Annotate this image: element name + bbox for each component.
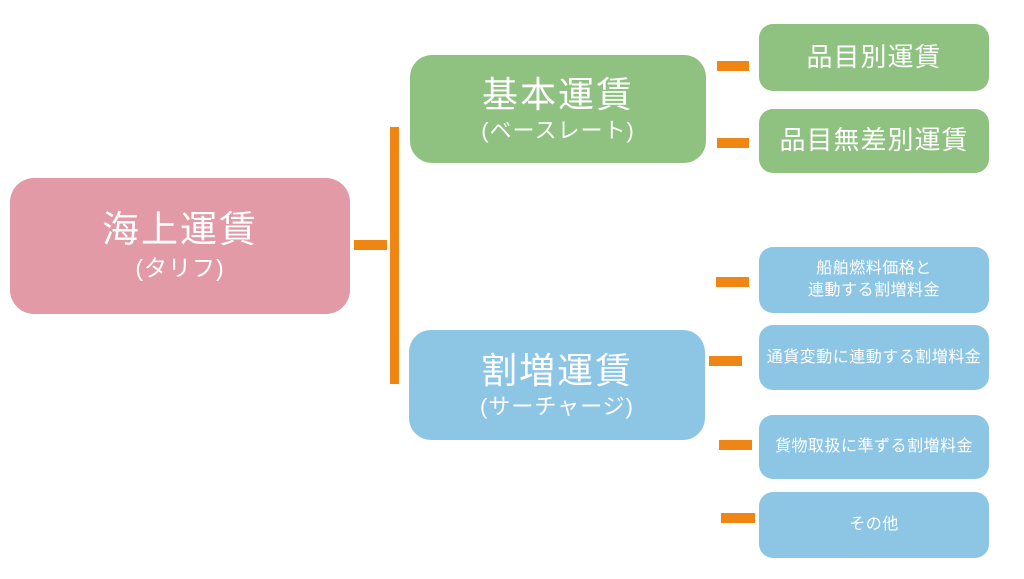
node-base-rate-subtitle: (ベースレート) bbox=[481, 117, 635, 143]
connector-root-dash bbox=[354, 240, 387, 250]
node-ocean-freight: 海上運賃 (タリフ) bbox=[10, 178, 350, 314]
node-ocean-freight-title: 海上運賃 bbox=[102, 209, 258, 251]
leaf-fak-rate: 品目無差別運賃 bbox=[759, 109, 989, 173]
connector-dash-currency-surcharge bbox=[709, 356, 742, 366]
node-surcharge: 割増運賃 (サーチャージ) bbox=[409, 330, 705, 440]
leaf-other: その他 bbox=[759, 492, 989, 558]
leaf-bunker-surcharge: 船舶燃料価格と 連動する割増料金 bbox=[759, 247, 989, 313]
node-surcharge-title: 割増運賃 bbox=[480, 349, 633, 391]
leaf-commodity-rate: 品目別運賃 bbox=[759, 24, 989, 91]
node-base-rate: 基本運賃 (ベースレート) bbox=[410, 55, 706, 163]
connector-dash-other bbox=[721, 513, 755, 523]
node-surcharge-subtitle: (サーチャージ) bbox=[480, 393, 634, 419]
leaf-fak-rate-label: 品目無差別運賃 bbox=[779, 125, 969, 156]
node-base-rate-title: 基本運賃 bbox=[481, 73, 634, 115]
leaf-cargo-handling-surcharge-label: 貨物取扱に準ずる割増料金 bbox=[774, 438, 973, 455]
leaf-cargo-handling-surcharge: 貨物取扱に準ずる割増料金 bbox=[759, 415, 989, 479]
leaf-other-label: その他 bbox=[849, 516, 899, 533]
connector-dash-commodity-rate bbox=[717, 61, 749, 71]
leaf-bunker-surcharge-label-line2: 連動する割増料金 bbox=[807, 282, 940, 299]
node-ocean-freight-subtitle: (タリフ) bbox=[135, 254, 225, 281]
leaf-currency-surcharge: 通貨変動に連動する割増料金 bbox=[759, 325, 989, 390]
connector-dash-bunker-surcharge bbox=[716, 277, 749, 287]
leaf-currency-surcharge-label: 通貨変動に連動する割増料金 bbox=[766, 348, 982, 366]
connector-dash-cargo-handling-surcharge bbox=[719, 440, 752, 450]
connector-trunk-line bbox=[390, 127, 399, 384]
leaf-bunker-surcharge-label-line1: 船舶燃料価格と bbox=[816, 260, 932, 277]
leaf-commodity-rate-label: 品目別運賃 bbox=[806, 41, 942, 72]
connector-dash-fak-rate bbox=[717, 138, 749, 148]
